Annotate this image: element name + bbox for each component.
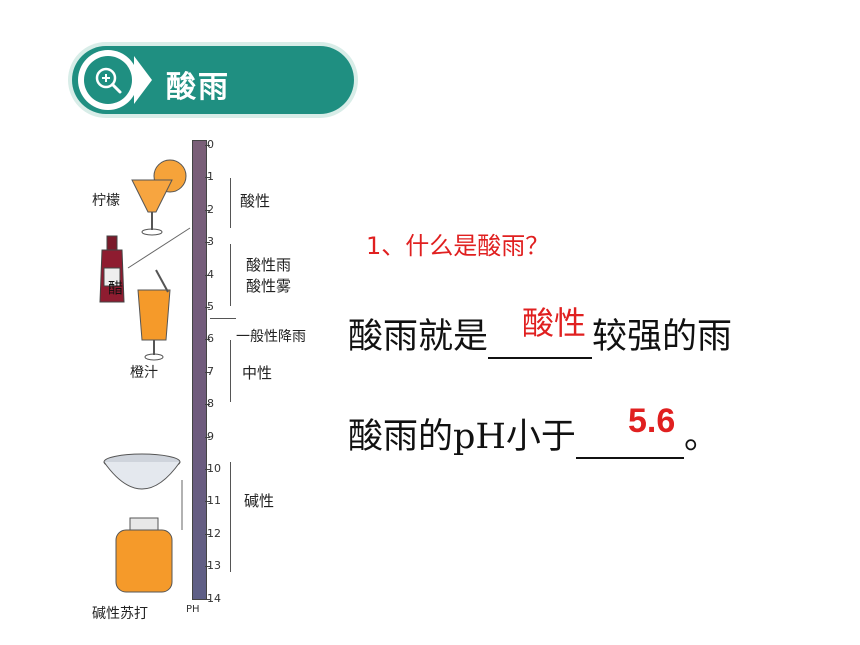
ph-tick [205,598,210,600]
blank-2 [575,417,684,459]
label-basic: 碱性 [244,492,275,510]
ph-tick-label: 9 [207,429,214,443]
bracket-basic [230,462,231,572]
ph-tick [205,274,210,276]
bracket-acid-rain [230,244,231,306]
blank-1 [488,317,593,359]
line2-after: 。 [683,417,719,457]
ph-tick [205,436,210,438]
ph-tick [205,501,210,503]
line2-before: 酸雨的pH小于 [348,417,576,457]
label-acid-fog: 酸性雾 [246,277,292,295]
ph-tick-label: 10 [207,462,221,475]
bowl-icon [103,453,181,490]
answer-1: 酸性 [522,304,587,342]
label-lemon: 柠檬 [92,193,120,209]
ph-tick [205,404,210,406]
ph-tick [205,566,210,568]
label-vinegar: 醋 [108,279,124,297]
label-orange-juice: 橙汁 [130,365,158,381]
ph-tick-label: 13 [207,559,221,573]
illustration-items [99,159,191,593]
line1-before: 酸雨就是 [348,317,489,357]
statement-line-1: 酸雨就是 较强的雨 [348,308,732,359]
ph-tick-label: 6 [207,332,214,346]
ph-tick [205,242,210,244]
ph-tick-label: 14 [207,591,221,605]
pointer-normal-rain [210,318,236,319]
bracket-acidic [230,178,231,228]
zoom-in-icon [84,56,132,104]
ph-tick-label: 3 [207,235,214,249]
ph-tick-label: 7 [207,364,214,378]
section-title: 酸雨 [166,70,230,105]
ph-tick-label: 1 [207,170,214,184]
ph-tick-label: 8 [207,397,214,411]
ph-tick-label: 2 [207,202,214,216]
ph-tick [205,209,210,211]
unit-label: PH [186,604,200,615]
ph-tick [205,371,210,373]
bracket-neutral [230,340,231,402]
lemon-glass-icon [131,159,187,236]
label-baking-soda: 碱性苏打 [92,606,148,622]
label-neutral: 中性 [242,364,273,382]
vinegar-bottle-icon [99,235,125,303]
baking-soda-jar-icon [115,517,173,593]
header-arrow [134,56,152,104]
answer-2: 5.6 [628,402,676,440]
label-acid-rain: 酸性雨 [246,256,292,274]
ph-tick-label: 12 [207,526,221,540]
line1-after: 较强的雨 [592,317,733,357]
label-acidic: 酸性 [240,192,271,210]
ph-tick [205,469,210,470]
ph-tick-label: 5 [207,300,214,313]
statement-line-2: 酸雨的pH小于 。 [348,408,719,459]
orange-juice-glass-icon [137,269,171,361]
ph-tick-label: 4 [207,267,214,281]
ph-tick-label: 11 [207,494,221,508]
ph-tick-label: 0 [207,138,214,151]
ph-tick [205,533,210,535]
label-normal-rain: 一般性降雨 [236,329,306,345]
ph-tick [205,307,210,308]
ph-tick [205,177,210,179]
ph-tick [205,339,210,341]
question-text: 1、什么是酸雨？ [366,232,550,260]
ph-tick [205,145,210,146]
ph-scale-bar [192,140,207,600]
